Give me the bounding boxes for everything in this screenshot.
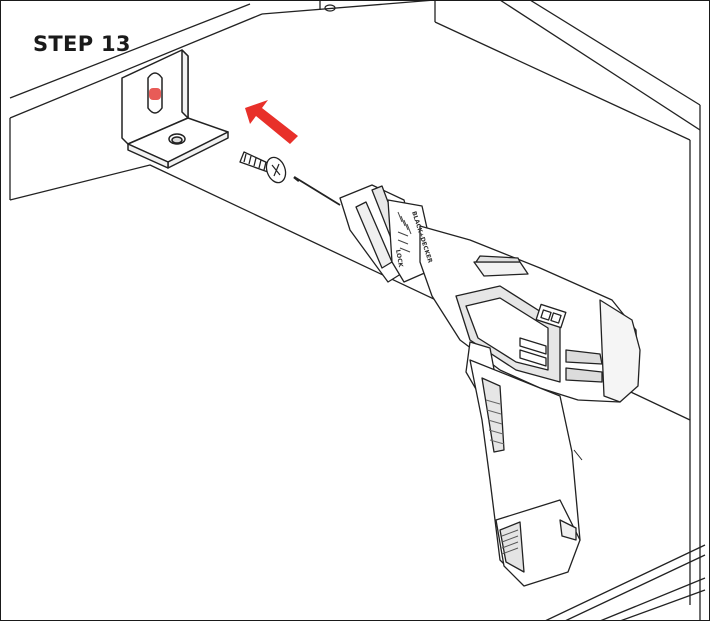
step-title: STEP 13 bbox=[33, 32, 131, 56]
direction-arrow bbox=[245, 100, 298, 144]
rim-hole bbox=[324, 4, 336, 12]
power-drill bbox=[293, 176, 641, 587]
cabinet-interior bbox=[9, 0, 706, 621]
drill-lock-label: LOCK bbox=[394, 249, 404, 268]
screw bbox=[239, 151, 287, 184]
position-mark bbox=[149, 88, 161, 100]
